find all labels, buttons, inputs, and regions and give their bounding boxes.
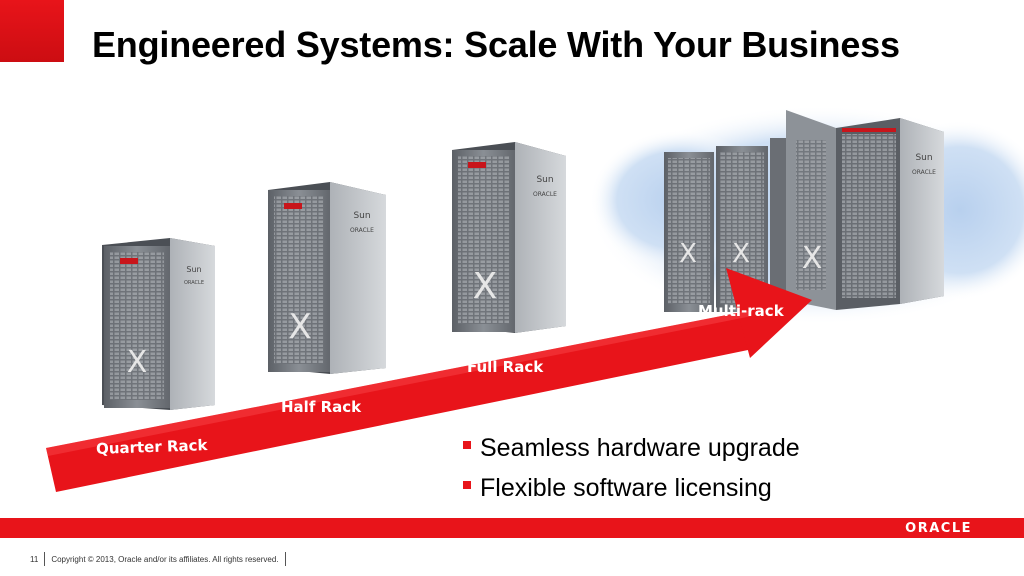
sun-logo: Sun [186,265,201,274]
oracle-rack-logo: ORACLE [912,169,936,176]
rack-x-mark: X [732,239,750,269]
full-rack-image: X Sun ORACLE [452,142,566,333]
multi-rack-label: Multi-rack [698,302,784,320]
footer-divider [44,552,46,566]
benefit-list: Seamless hardware upgrade Flexible softw… [463,428,800,508]
growth-arrow [46,268,812,492]
copyright-text: Copyright © 2013, Oracle and/or its affi… [51,555,279,564]
footer-bar [0,518,1024,538]
list-item: Seamless hardware upgrade [463,428,800,468]
half-rack-image: X Sun ORACLE [268,182,386,374]
oracle-rack-logo: ORACLE [533,191,557,198]
scale-illustration: X Sun ORACLE X Sun ORACLE X Sun ORACLE X… [46,105,1024,492]
list-item: Flexible software licensing [463,468,800,508]
footer-divider [284,552,286,566]
page-number: 11 [30,555,39,564]
bullet-icon [463,441,471,449]
slide-footer: 11 Copyright © 2013, Oracle and/or its af… [30,552,292,566]
full-rack-label: Full Rack [467,358,544,376]
oracle-rack-logo: ORACLE [184,280,204,286]
oracle-rack-logo: ORACLE [350,227,374,234]
corner-accent [0,0,64,62]
rack-x-mark: X [679,239,697,269]
rack-x-mark: X [288,307,311,347]
bullet-icon [463,481,471,489]
rack-x-mark: X [802,241,823,276]
rack-x-mark: X [127,345,148,380]
oracle-logo: ORACLE [905,521,972,536]
quarter-rack-image: X Sun ORACLE [102,238,215,410]
half-rack-label: Half Rack [281,398,362,416]
multi-rack-image: X X X Sun ORACLE [664,110,944,312]
rack-x-mark: X [473,266,498,307]
sun-logo: Sun [536,175,553,185]
page-title: Engineered Systems: Scale With Your Busi… [92,24,900,65]
sun-logo: Sun [915,153,932,163]
sun-logo: Sun [353,211,370,221]
